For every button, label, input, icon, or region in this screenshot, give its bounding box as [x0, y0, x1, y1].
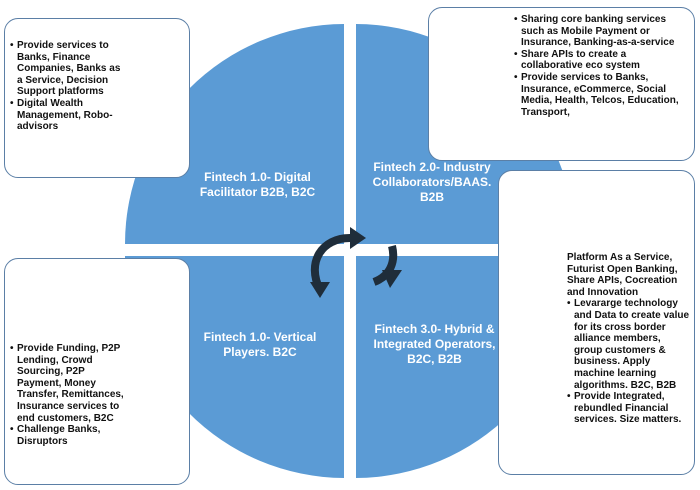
callout-list-top-left: Provide services to Banks, Finance Compa… — [10, 40, 128, 133]
list-item: Platform As a Service, Futurist Open Ban… — [567, 252, 678, 298]
list-item: Levararge technology and Data to create … — [567, 298, 691, 391]
arrow-head-icon — [382, 270, 402, 288]
quadrant-label-bottom-right: Fintech 3.0- Hybrid & Integrated Operato… — [373, 322, 496, 366]
cycle-arrows-icon — [311, 234, 398, 292]
list-item: Provide services to Banks, Finance Compa… — [10, 40, 128, 98]
callout-list-bottom-right: Platform As a Service, Futurist Open Ban… — [567, 252, 691, 426]
callout-list-bottom-left: Provide Funding, P2P Lending, Crowd Sour… — [10, 343, 128, 447]
list-item: Digital Wealth Management, Robo-advisors — [10, 98, 128, 133]
callout-list-top-right: Sharing core banking services such as Mo… — [514, 14, 682, 118]
list-item: Challenge Banks, Disruptors — [10, 424, 128, 447]
quadrant-label-top-left: Fintech 1.0- Digital Facilitator B2B, B2… — [199, 170, 316, 199]
list-item: Sharing core banking services such as Mo… — [514, 14, 682, 49]
quadrant-label-bottom-left: Fintech 1.0- Vertical Players. B2C — [203, 330, 317, 359]
list-item: Share APIs to create a collaborative eco… — [514, 49, 682, 72]
quadrant-label-top-right: Fintech 2.0- Industry Collaborators/BAAS… — [372, 160, 492, 204]
list-item: Provide services to Banks, Insurance, eC… — [514, 72, 682, 118]
list-item: Provide Integrated, rebundled Financial … — [567, 391, 691, 426]
arrow-head-icon — [350, 227, 366, 249]
quadrant-top-left — [124, 24, 344, 244]
list-item: Provide Funding, P2P Lending, Crowd Sour… — [10, 343, 128, 424]
arrow-head-icon — [310, 282, 330, 298]
